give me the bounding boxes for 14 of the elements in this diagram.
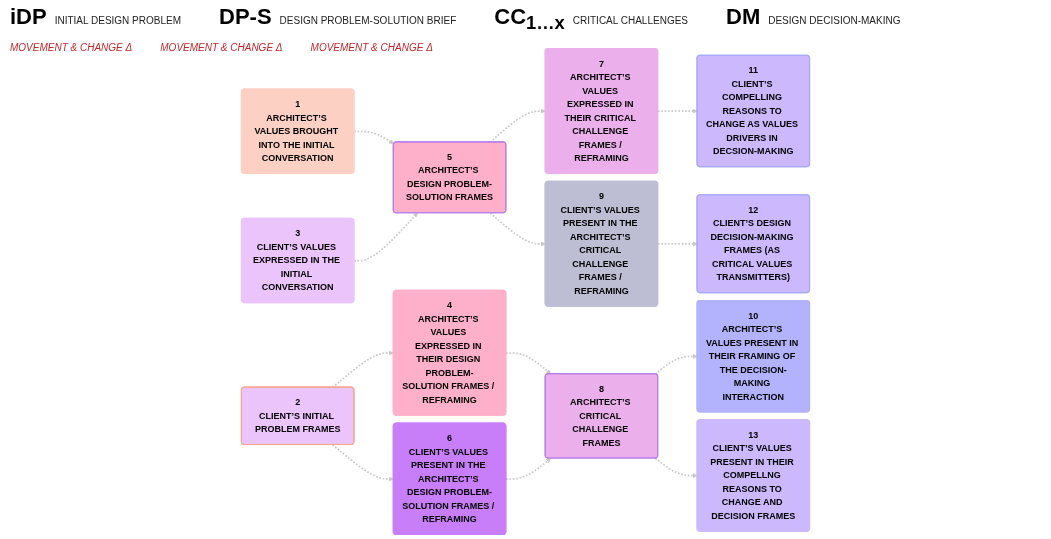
arrow [489, 212, 546, 247]
column-subheading: CRITICAL CHALLENGES [572, 15, 688, 26]
column-heading: DP-S [219, 4, 272, 30]
column-subheading: DESIGN DECISION-MAKING [768, 15, 901, 26]
column-subheading: INITIAL DESIGN PROBLEM [54, 15, 181, 26]
column-heading: CC$_{1…x}$ [494, 4, 565, 35]
column-heading: iDP [10, 4, 47, 30]
movement-note: MOVEMENT & CHANGE Δ [10, 42, 133, 54]
movement-note: MOVEMENT & CHANGE Δ [310, 42, 433, 54]
column-subheading: DESIGN PROBLEM-SOLUTION BRIEF [279, 15, 457, 26]
arrow [654, 457, 698, 479]
arrow [331, 443, 394, 482]
movement-note: MOVEMENT & CHANGE Δ [160, 42, 283, 54]
column-heading: DM [726, 4, 761, 30]
